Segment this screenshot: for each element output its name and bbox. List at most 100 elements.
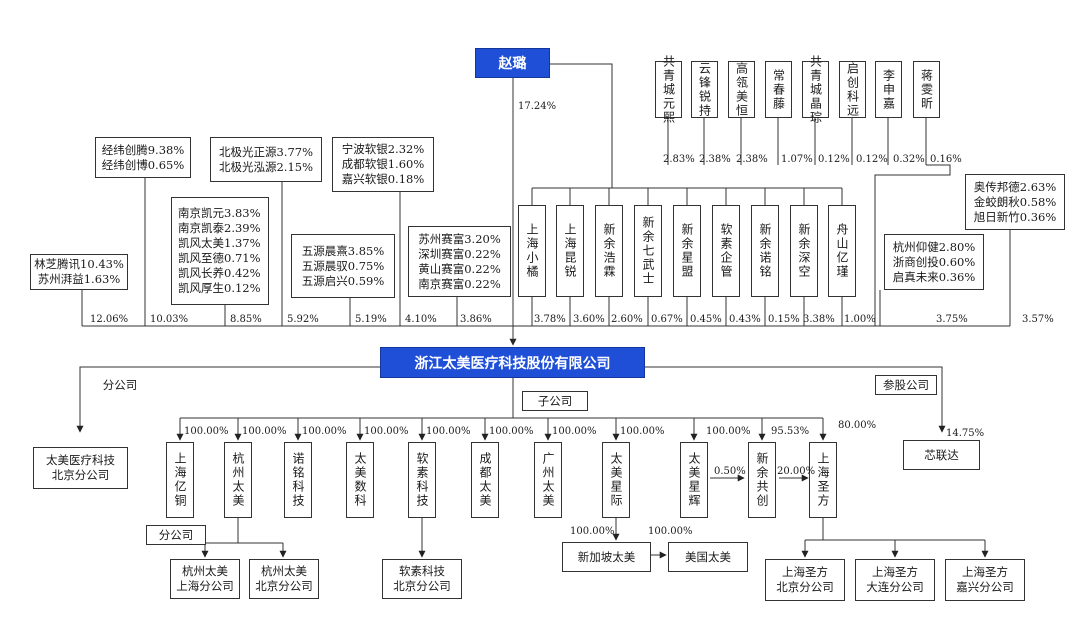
partner-pct: 2.38%: [736, 154, 768, 165]
platform-name: 新余浩霖: [602, 223, 616, 279]
platform-name: 新余七武士: [641, 216, 655, 286]
hangzhou-branch-box: 杭州太美 北京分公司: [249, 559, 319, 599]
platform-pct: 3.60%: [573, 314, 605, 325]
investor-pct: 3.57%: [1022, 314, 1054, 325]
investor-box: 北极光正源3.77% 北极光泓源2.15%: [210, 137, 322, 182]
investor-line: 旭日新竹0.36%: [973, 209, 1057, 224]
investor-pct: 8.85%: [230, 314, 262, 325]
subsidiary-box: 太美数科: [346, 442, 374, 518]
investor-line: 宁波软银2.32%: [341, 142, 425, 156]
partner-pct: 1.07%: [781, 154, 813, 165]
partner-box: 启创科远: [839, 61, 866, 118]
investor-pct: 5.92%: [287, 314, 319, 325]
investor-box: 林芝腾讯10.43% 苏州湃益1.63%: [30, 254, 128, 290]
platform-pct: 0.45%: [690, 314, 722, 325]
platform-name: 舟山亿瑾: [835, 223, 849, 279]
investor-line: 经纬创博0.65%: [101, 157, 185, 172]
platform-box: 上海小橘: [518, 205, 546, 297]
partner-box: 云锋锐持: [691, 61, 718, 118]
partner-name: 蒋雯昕: [919, 68, 934, 111]
partner-pct: 0.12%: [818, 154, 850, 165]
investor-line: 林芝腾讯10.43%: [34, 257, 124, 271]
platform-box: 软素企管: [712, 205, 740, 297]
subsidiary-pct: 100.00%: [184, 426, 229, 437]
branch-company-box: 太美医疗科技 北京分公司: [33, 447, 128, 489]
investor-line: 杭州仰健2.80%: [892, 239, 976, 254]
investor-line: 深圳赛富0.22%: [418, 246, 501, 261]
platform-box: 新余诺铭: [751, 205, 779, 297]
platform-box: 新余星盟: [673, 205, 701, 297]
xingji-child-box: 美国太美: [668, 542, 748, 572]
platform-box: 新余浩霖: [595, 205, 623, 297]
subsidiary-box: 上海亿铜: [166, 442, 194, 518]
investor-box: 宁波软银2.32% 成都软银1.60% 嘉兴软银0.18%: [332, 137, 434, 192]
investor-box: 五源晨熹3.85% 五源晨驭0.75% 五源启兴0.59%: [291, 234, 395, 298]
investor-pct: 3.75%: [936, 314, 968, 325]
platform-pct: 0.43%: [729, 314, 761, 325]
investor-line: 凯风厚生0.12%: [178, 281, 261, 295]
subsidiary-pct: 100.00%: [426, 426, 471, 437]
investor-box: 奥传邦德2.63% 金蛟朗秋0.58% 旭日新竹0.36%: [965, 174, 1065, 230]
company-name: 浙江太美医疗科技股份有限公司: [414, 355, 611, 372]
company-box: 浙江太美医疗科技股份有限公司: [380, 347, 645, 378]
investor-box: 经纬创腾9.38% 经纬创博0.65%: [95, 137, 191, 178]
investor-line: 金蛟朗秋0.58%: [973, 194, 1057, 209]
subsidiary-box: 广州太美: [534, 442, 562, 518]
platform-name: 上海昆锐: [563, 223, 577, 279]
subsidiary-pct: 100.00%: [706, 426, 751, 437]
investor-line: 苏州赛富3.20%: [418, 231, 501, 246]
partner-box: 高瓴美恒: [728, 61, 755, 118]
partner-name: 共青城晶琮: [808, 54, 823, 125]
investor-pct: 12.06%: [90, 314, 129, 325]
partner-box: 共青城元熙: [655, 55, 682, 125]
investor-line: 凯风太美1.37%: [178, 236, 261, 250]
partner-name: 共青城元熙: [661, 54, 676, 125]
investor-line: 经纬创腾9.38%: [101, 142, 185, 157]
platform-name: 软素企管: [719, 223, 733, 279]
investor-line: 浙商创投0.60%: [892, 254, 976, 269]
subsidiary-box: 上海圣方: [809, 442, 837, 518]
platform-name: 新余深空: [797, 223, 811, 279]
subsidiary-box: 太美星辉: [680, 442, 708, 518]
partner-box: 共青城晶琮: [802, 55, 829, 125]
subsidiary-box: 杭州太美: [224, 442, 252, 518]
investor-box: 苏州赛富3.20% 深圳赛富0.22% 黄山赛富0.22% 南京赛富0.22%: [408, 226, 511, 297]
platform-pct: 3.78%: [534, 314, 566, 325]
shengfang-branch-box: 上海圣方 嘉兴分公司: [945, 559, 1025, 601]
subsidiary-pct: 95.53%: [771, 426, 810, 437]
equity-company-box: 芯联达: [903, 440, 980, 470]
investor-box: 南京凯元3.83% 南京凯泰2.39% 凯风太美1.37% 凯风至德0.71% …: [171, 197, 269, 305]
platform-pct: 3.38%: [803, 314, 835, 325]
subsidiary-pct: 100.00%: [489, 426, 534, 437]
investor-pct: 10.03%: [150, 314, 189, 325]
investor-line: 凯风长养0.42%: [178, 266, 261, 280]
platform-name: 新余星盟: [680, 223, 694, 279]
investor-pct: 3.86%: [460, 314, 492, 325]
crosslink-pct: 0.50%: [714, 466, 746, 477]
investor-pct: 4.10%: [405, 314, 437, 325]
controller-name: 赵璐: [498, 56, 527, 72]
platform-box: 新余深空: [790, 205, 818, 297]
investor-line: 南京凯泰2.39%: [178, 221, 261, 235]
controller-pct: 17.24%: [518, 101, 557, 112]
subsidiary-pct: 80.00%: [838, 420, 877, 431]
partner-name: 常春藤: [771, 68, 786, 111]
partner-name: 李申嘉: [881, 68, 896, 111]
partner-pct: 0.12%: [856, 154, 888, 165]
platform-box: 上海昆锐: [556, 205, 584, 297]
investor-line: 南京凯元3.83%: [178, 206, 261, 220]
platform-pct: 0.15%: [768, 314, 800, 325]
partner-pct: 0.16%: [930, 154, 962, 165]
partner-box: 李申嘉: [875, 61, 902, 118]
hangzhou-branch-box: 杭州太美 上海分公司: [170, 559, 240, 599]
partner-name: 高瓴美恒: [734, 61, 749, 118]
investor-line: 南京赛富0.22%: [418, 276, 501, 291]
subsidiary-pct: 100.00%: [302, 426, 347, 437]
xingji-child-pct: 100.00%: [570, 526, 615, 537]
partner-box: 常春藤: [765, 61, 792, 118]
investor-line: 北极光正源3.77%: [218, 144, 314, 159]
subsidiary-label: 子公司: [522, 391, 588, 411]
subsidiary-box: 太美星际: [602, 442, 630, 518]
branch-label: 分公司: [95, 375, 145, 395]
